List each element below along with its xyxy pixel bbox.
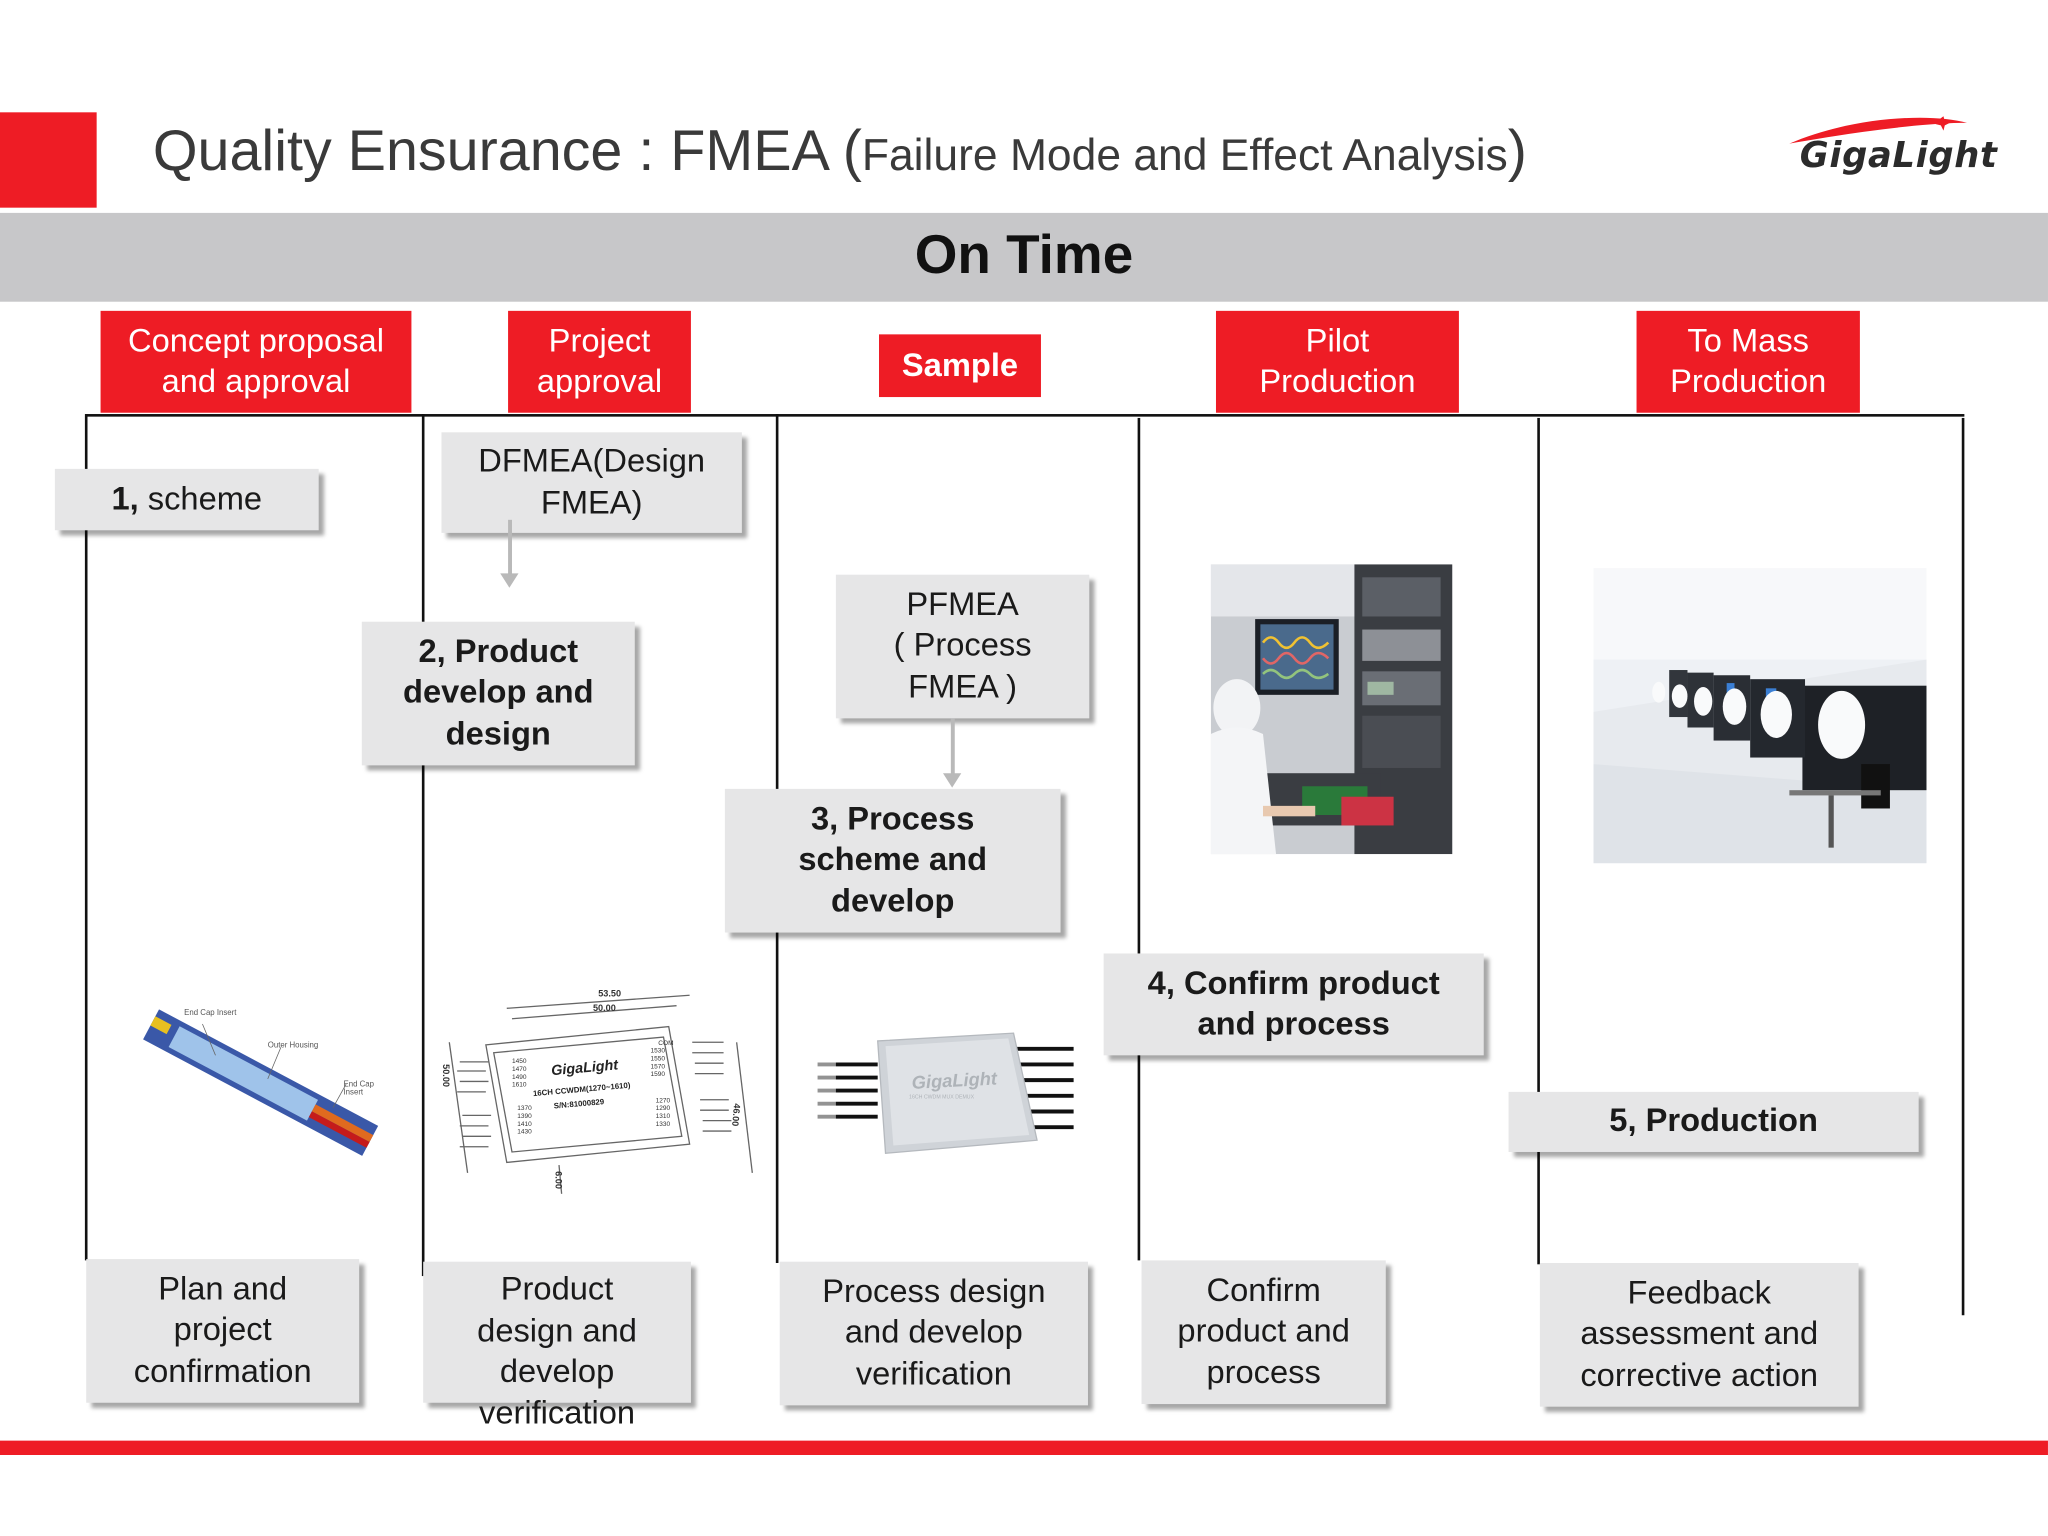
header-red-square [0,112,97,208]
column-divider-6 [1961,417,1965,1316]
dim-top-inner: 50.00 [592,1004,616,1014]
phase-sample: Sample [879,334,1041,398]
outcome-process-verification: Process design and develop verification [779,1261,1088,1406]
phase-pilot-production: Pilot Production [1215,310,1459,413]
product-technical-drawing: 53.50 50.00 50.00 46.00 6.00 GigaLight 1… [434,990,755,1196]
drawing-channels-left-lower: 1370 1390 1410 1430 [517,1104,532,1137]
outcome-product-verification: Product design and develop verification [423,1261,691,1431]
banner-text: On Time [914,223,1134,285]
footer-red-line [0,1440,2048,1455]
column-divider-2 [421,414,425,1277]
page-title: Quality Ensurance : FMEA (Failure Mode a… [153,112,1527,196]
cwdm-module-photo: GigaLight 16CH CWDM MUX DEMUX [817,1025,1079,1156]
pfmea-down-arrow-icon [943,718,962,788]
step-scheme-number: 1, [111,480,139,517]
step-confirm-box: 4, Confirm product and process [1103,953,1484,1056]
phase-project-approval: Project approval [508,310,691,413]
dim-bottom: 6.00 [552,1171,563,1189]
company-logo: GigaLight [1784,115,2014,188]
title-close: ) [1507,118,1527,183]
step-product-develop-box: 2, Product develop and design [361,621,635,766]
drawing-com-label: COM [658,1039,674,1048]
column-divider-1 [84,414,88,1261]
tube-label-3: End Cap Insert [343,1081,375,1098]
technical-drawing-lines [448,994,753,1194]
drawing-channels-right-lower: 1270 1290 1310 1330 [655,1097,671,1129]
module-brand: GigaLight [911,1067,998,1093]
pilot-production-photo [1210,564,1453,855]
lab-photo-illustration [1210,564,1453,855]
phase-concept-proposal: Concept proposal and approval [100,310,412,413]
outcome-plan-confirmation: Plan and project confirmation [86,1259,360,1403]
tube-schematic: End Cap Insert Outer Housing End Cap Ins… [137,1003,385,1160]
step-process-scheme-box: 3, Process scheme and develop [724,788,1061,933]
logo-swoosh-icon [1789,116,1967,144]
mass-production-photo [1593,568,1927,864]
tube-schematic-drawing [143,1009,379,1156]
column-divider-5 [1537,417,1540,1265]
dim-top-outer: 53.50 [598,990,622,1000]
cwdm-module-illustration [817,1032,1074,1154]
dim-left: 50.00 [440,1064,450,1088]
dfmea-down-arrow-icon [500,519,519,588]
dfmea-box: DFMEA(Design FMEA) [441,432,742,533]
step-production-box: 5, Production [1508,1091,1919,1152]
column-divider-4 [1137,417,1141,1261]
outcome-confirm-product: Confirm product and process [1141,1260,1386,1405]
outcome-feedback: Feedback assessment and corrective actio… [1539,1262,1859,1407]
tube-label-1: End Cap Insert [184,1009,237,1018]
phase-mass-production: To Mass Production [1636,310,1860,413]
logo-text: GigaLight [1799,135,1998,177]
title-main: Quality Ensurance : FMEA ( [152,118,862,183]
tube-label-2: Outer Housing [267,1042,319,1051]
drawing-channels-left: 1450 1470 1490 1610 [511,1057,527,1090]
factory-photo-illustration [1593,568,1927,864]
grid-top-line [86,414,1965,417]
step-scheme-label: scheme [138,480,263,517]
drawing-channels-right: 1530 1550 1570 1590 [650,1047,665,1079]
title-subtitle: Failure Mode and Effect Analysis [861,130,1508,181]
on-time-banner: On Time [0,212,2048,302]
pfmea-box: PFMEA ( Process FMEA ) [835,574,1090,719]
module-tag: 16CH CWDM MUX DEMUX [909,1093,975,1100]
step-scheme-box: 1, scheme [54,468,319,531]
